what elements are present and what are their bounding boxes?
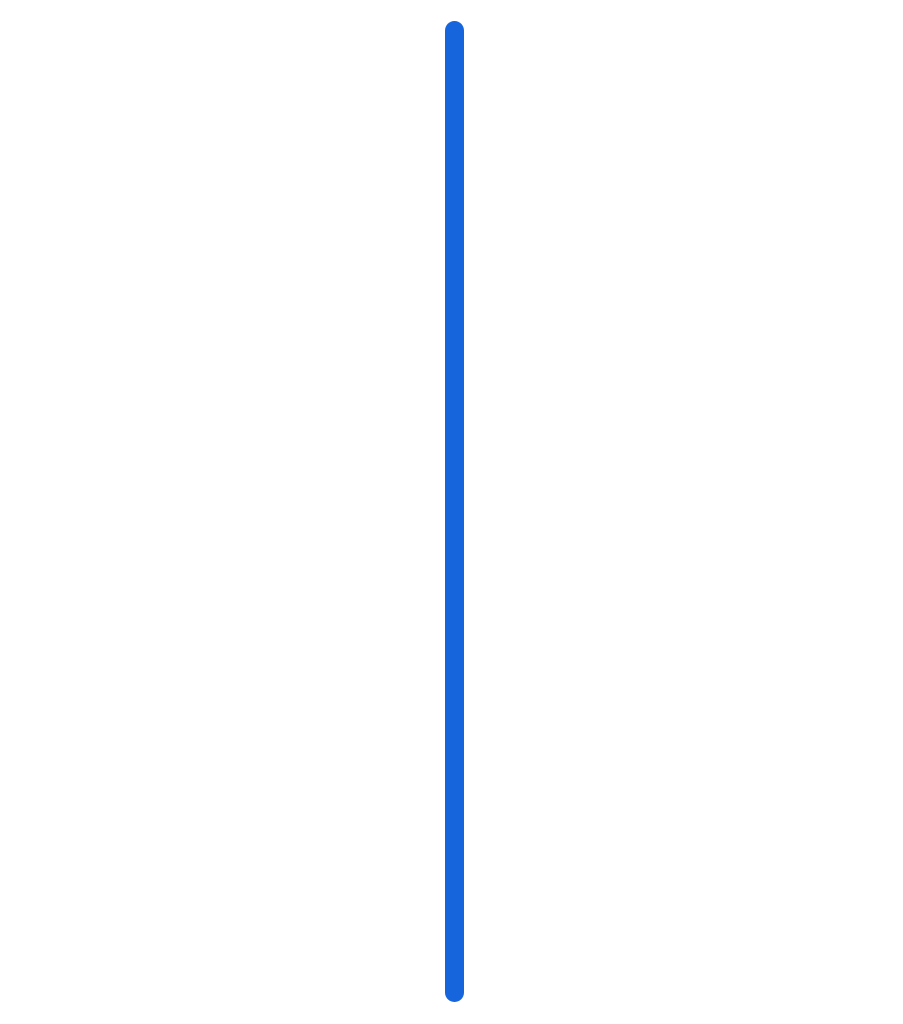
vertical-divider-line bbox=[445, 21, 464, 1002]
